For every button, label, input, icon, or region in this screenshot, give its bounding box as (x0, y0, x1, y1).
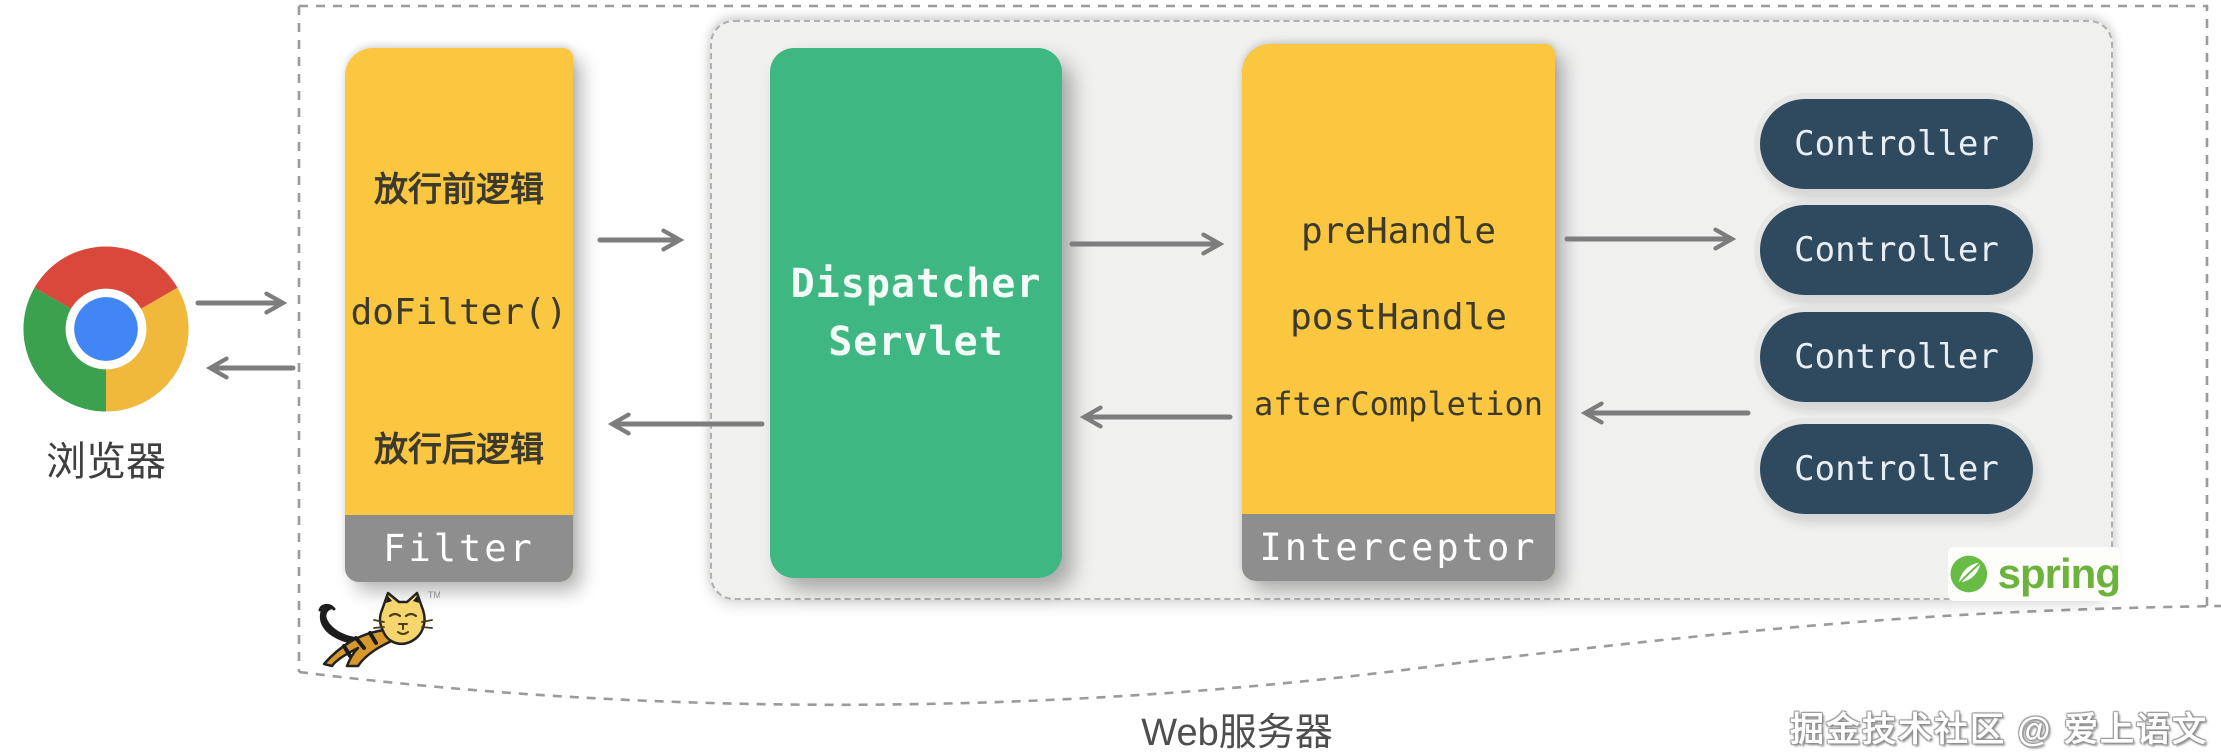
filter-step-before: 放行前逻辑 (374, 171, 544, 209)
interceptor-title: Interceptor (1259, 526, 1538, 569)
controller-pill-4: Controller (1760, 424, 2033, 514)
spring-wordmark: spring (1997, 550, 2121, 597)
filter-title-bar: Filter (345, 515, 573, 582)
spring-logo: spring (1948, 547, 2121, 601)
filter-step-after: 放行后逻辑 (374, 431, 544, 469)
interceptor-box: preHandle postHandle afterCompletion Int… (1242, 44, 1555, 581)
interceptor-step-prehandle: preHandle (1300, 211, 1497, 252)
controller-label: Controller (1794, 124, 1999, 164)
filter-step-dofilter: doFilter() (350, 292, 568, 333)
controller-label: Controller (1794, 337, 1999, 377)
interceptor-title-bar: Interceptor (1242, 514, 1555, 581)
tomcat-logo: TM (318, 590, 440, 668)
controller-pill-1: Controller (1760, 99, 2033, 189)
interceptor-step-aftercompletion: afterCompletion (1254, 385, 1543, 423)
controller-label: Controller (1794, 230, 1999, 270)
dispatcher-servlet-line2: Servlet (828, 319, 1004, 365)
web-server-label: Web服务器 (1141, 712, 1333, 754)
spring-leaf-icon (1950, 555, 1988, 593)
dispatcher-servlet-line1: Dispatcher (790, 261, 1042, 307)
filter-title: Filter (383, 527, 535, 570)
controller-label: Controller (1794, 449, 1999, 489)
dispatcher-servlet-box: Dispatcher Servlet (770, 48, 1062, 578)
controller-pill-2: Controller (1760, 205, 2033, 295)
filter-box: 放行前逻辑 doFilter() 放行后逻辑 Filter (345, 48, 573, 582)
watermark-text: 掘金技术社区 @ 爱上语文 (1789, 711, 2208, 749)
interceptor-step-posthandle: postHandle (1290, 297, 1507, 338)
tomcat-trademark: TM (428, 590, 440, 600)
browser-label: 浏览器 (46, 440, 166, 484)
chrome-browser-icon (23, 246, 189, 412)
controller-pill-3: Controller (1760, 312, 2033, 402)
